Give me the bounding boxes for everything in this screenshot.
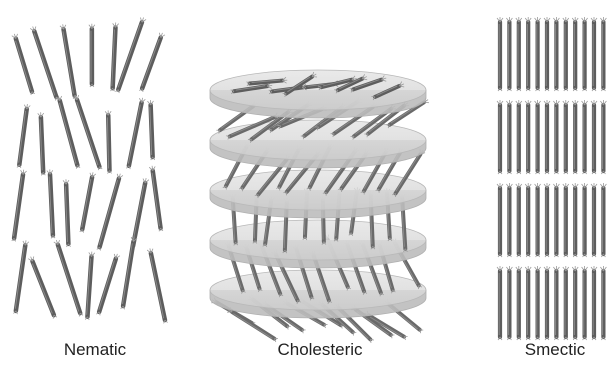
smectic-layer	[497, 183, 606, 257]
rod-molecule	[516, 266, 522, 340]
rod-molecule	[563, 183, 569, 257]
rod-molecule	[600, 100, 606, 174]
rod-molecule	[572, 266, 578, 340]
rod-molecule	[600, 17, 606, 91]
rod-molecule	[506, 183, 512, 257]
rod-molecule	[572, 17, 578, 91]
rod-molecule	[506, 100, 512, 174]
rod-molecule	[525, 100, 531, 174]
rod-molecule	[147, 100, 155, 160]
rod-molecule	[582, 266, 588, 340]
rod-molecule	[497, 183, 503, 257]
rod-molecule	[95, 253, 120, 316]
rod-molecule	[553, 183, 559, 257]
rod-molecule	[591, 100, 597, 174]
rod-molecule	[535, 100, 541, 174]
rod-molecule	[553, 266, 559, 340]
rod-molecule	[105, 110, 112, 173]
rod-molecule	[600, 266, 606, 340]
rod-molecule	[516, 183, 522, 257]
smectic-label: Smectic	[505, 340, 605, 360]
rod-molecule	[572, 183, 578, 257]
rod-molecule	[30, 26, 60, 101]
rod-molecule	[544, 266, 550, 340]
rod-molecule	[516, 100, 522, 174]
rod-molecule	[125, 97, 145, 169]
rod-molecule	[497, 17, 503, 91]
smectic-rod-layers	[497, 17, 606, 340]
rod-molecule	[12, 33, 36, 95]
rod-molecule	[506, 17, 512, 91]
rod-molecule	[591, 17, 597, 91]
rod-molecule	[147, 248, 169, 324]
nematic-label: Nematic	[40, 340, 150, 360]
rod-molecule	[535, 17, 541, 91]
rod-molecule	[544, 183, 550, 257]
rod-molecule	[38, 112, 47, 175]
rod-molecule	[553, 17, 559, 91]
rod-molecule	[149, 165, 164, 231]
rod-molecule	[563, 100, 569, 174]
rod-molecule	[63, 179, 72, 247]
rod-molecule	[96, 173, 123, 251]
smectic-layer	[497, 17, 606, 91]
smectic-layer	[497, 266, 606, 340]
rod-molecule	[47, 169, 56, 238]
rod-molecule	[600, 183, 606, 257]
rod-molecule	[563, 266, 569, 340]
rod-molecule	[535, 183, 541, 257]
rod-molecule	[582, 17, 588, 91]
rod-molecule	[130, 178, 150, 250]
rod-molecule	[582, 100, 588, 174]
rod-molecule	[138, 32, 165, 92]
rod-molecule	[497, 266, 503, 340]
rod-molecule	[591, 266, 597, 340]
rod-molecule	[60, 24, 78, 99]
nematic-rods	[11, 17, 169, 324]
rod-molecule	[544, 100, 550, 174]
rod-molecule	[591, 183, 597, 257]
rod-molecule	[79, 172, 96, 233]
rod-molecule	[525, 17, 531, 91]
rod-molecule	[12, 240, 28, 314]
rod-molecule	[572, 100, 578, 174]
rod-molecule	[114, 17, 146, 94]
rod-molecule	[11, 169, 27, 241]
rod-molecule	[110, 22, 119, 91]
rod-molecule	[525, 266, 531, 340]
rod-molecule	[89, 24, 95, 87]
rod-molecule	[553, 100, 559, 174]
rod-molecule	[582, 183, 588, 257]
cholesteric-label: Cholesteric	[255, 340, 385, 360]
rod-molecule	[28, 256, 58, 319]
cholesteric-disk-stack	[210, 70, 430, 344]
rod-molecule	[497, 100, 503, 174]
rod-molecule	[544, 17, 550, 91]
cholesteric-layer-disk	[210, 270, 426, 344]
rod-molecule	[516, 17, 522, 91]
rod-molecule	[563, 17, 569, 91]
smectic-layer	[497, 100, 606, 174]
rod-molecule	[84, 251, 95, 320]
rod-molecule	[506, 266, 512, 340]
rod-molecule	[53, 239, 83, 317]
rod-molecule	[16, 104, 30, 168]
rod-molecule	[525, 183, 531, 257]
rod-molecule	[120, 236, 138, 309]
rod-molecule	[535, 266, 541, 340]
